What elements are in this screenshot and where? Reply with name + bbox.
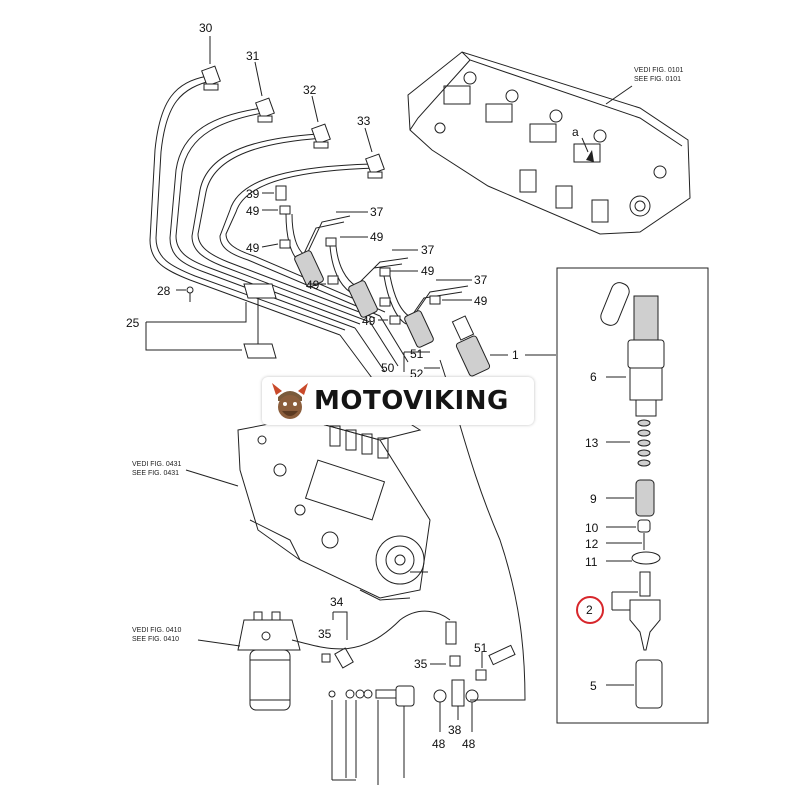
callout-11: 11: [585, 555, 598, 569]
callout-28: 28: [157, 284, 171, 298]
callout-1: 1: [512, 348, 519, 362]
callout-50: 50: [381, 361, 395, 375]
pipe-clamp: [145, 283, 277, 359]
callout-39: 39: [246, 187, 260, 201]
callout-49-c: 49: [246, 241, 260, 255]
head-ref-en: SEE FIG. 0101: [634, 76, 681, 83]
callout-2: 2: [586, 603, 593, 617]
callout-51-top: 51: [410, 347, 424, 361]
callout-49-f: 49: [474, 294, 488, 308]
fuel-filter: [197, 610, 451, 711]
callout-25: 25: [126, 316, 140, 330]
shim-stack: [637, 419, 651, 467]
callout-48-left: 48: [432, 737, 446, 751]
head-ref-it: VEDI FIG. 0101: [634, 67, 684, 74]
callout-37-c: 37: [474, 273, 488, 287]
filter-ref-it: VEDI FIG. 0410: [132, 627, 182, 634]
callout-37-a: 37: [370, 205, 384, 219]
callout-13: 13: [585, 436, 599, 450]
callout-49-b: 49: [370, 230, 384, 244]
callout-32: 32: [303, 83, 317, 97]
brand-name: MOTOVIKING: [314, 386, 509, 416]
injection-pump: [185, 399, 431, 601]
callout-37-b: 37: [421, 243, 435, 257]
brand-watermark: MOTOVIKING: [262, 377, 534, 425]
callout-31: 31: [246, 49, 260, 63]
nozzle-nut: [635, 659, 663, 709]
callout-5: 5: [590, 679, 597, 693]
callout-30: 30: [199, 21, 213, 35]
callout-leaders-top: [261, 192, 472, 321]
viking-logo: [272, 383, 308, 419]
bottom-fittings: [321, 611, 516, 785]
spacer: [631, 551, 661, 565]
callout-38: 38: [448, 723, 462, 737]
callout-10: 10: [585, 521, 599, 535]
callout-6: 6: [590, 370, 597, 384]
pump-ref-it: VEDI FIG. 0431: [132, 461, 182, 468]
callout-9: 9: [590, 492, 597, 506]
injector-body: [600, 282, 665, 417]
highlight-circle: [576, 596, 604, 624]
callout-49-d: 49: [421, 264, 435, 278]
injection-lines: [149, 65, 409, 379]
callout-35-left: 35: [318, 627, 332, 641]
callout-51-bottom: 51: [474, 641, 488, 655]
callout-49-e: 49: [306, 278, 320, 292]
cylinder-head: [407, 51, 691, 235]
needle: [639, 571, 651, 597]
callout-48-right: 48: [462, 737, 476, 751]
callout-33: 33: [357, 114, 371, 128]
spring-seat: [637, 519, 651, 533]
filter-ref-en: SEE FIG. 0410: [132, 636, 179, 643]
callout-35-right: 35: [414, 657, 428, 671]
callout-49-g: 49: [362, 314, 376, 328]
callout-34: 34: [330, 595, 344, 609]
nozzle: [629, 599, 661, 651]
leak-off-assembly: [275, 185, 491, 377]
callout-12: 12: [585, 537, 599, 551]
pump-ref-en: SEE FIG. 0431: [132, 470, 179, 477]
injector-panel: [525, 267, 709, 724]
head-callout-a: a: [572, 125, 579, 139]
callout-49-a: 49: [246, 204, 260, 218]
spring: [635, 479, 655, 517]
callouts-30-33: [209, 36, 373, 153]
